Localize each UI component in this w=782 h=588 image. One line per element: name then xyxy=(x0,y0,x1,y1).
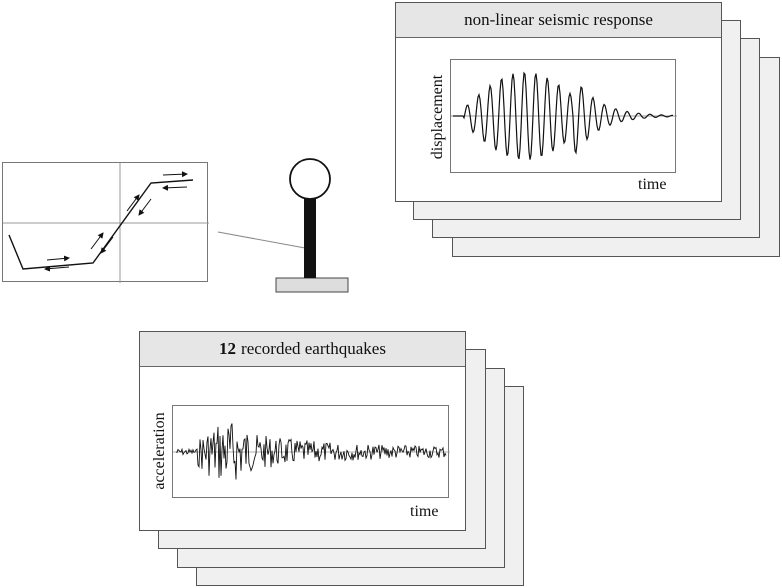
response-plot-frame xyxy=(450,59,677,173)
response-x-label: time xyxy=(638,176,667,193)
hysteresis-arrow xyxy=(44,265,70,272)
hysteresis-arrow xyxy=(162,171,188,178)
response-signal xyxy=(453,71,674,160)
structure-column xyxy=(304,198,316,278)
structure-mass xyxy=(289,158,331,200)
earthquake-title: recorded earthquakes xyxy=(241,339,386,358)
structure-base xyxy=(275,277,349,293)
hysteresis-arrow xyxy=(138,198,152,216)
hysteresis-diagram xyxy=(2,162,209,283)
hysteresis-arrow xyxy=(90,232,104,250)
earthquake-plot-frame xyxy=(172,405,450,498)
earthquake-card-header: 12 recorded earthquakes xyxy=(140,332,465,367)
earthquake-waveform xyxy=(173,423,450,480)
earthquake-card: 12 recorded earthquakes acceleration tim… xyxy=(139,331,466,531)
earthquake-count: 12 xyxy=(219,339,237,358)
response-title: non-linear seismic response xyxy=(464,10,653,29)
earthquake-signal xyxy=(175,423,447,480)
hysteresis-arrow xyxy=(162,184,188,191)
response-y-label: displacement xyxy=(429,74,446,160)
hysteresis-loop-curve xyxy=(8,179,194,270)
hysteresis-arrow xyxy=(46,255,70,262)
earthquake-y-label: acceleration xyxy=(151,412,168,490)
earthquake-x-label: time xyxy=(410,503,439,520)
hysteresis-arrow xyxy=(100,236,114,254)
response-waveform xyxy=(451,71,677,160)
hysteresis-arrow xyxy=(126,194,140,212)
response-card: non-linear seismic response displacement… xyxy=(395,2,722,202)
hysteresis-plot xyxy=(3,163,209,283)
response-card-header: non-linear seismic response xyxy=(396,3,721,38)
